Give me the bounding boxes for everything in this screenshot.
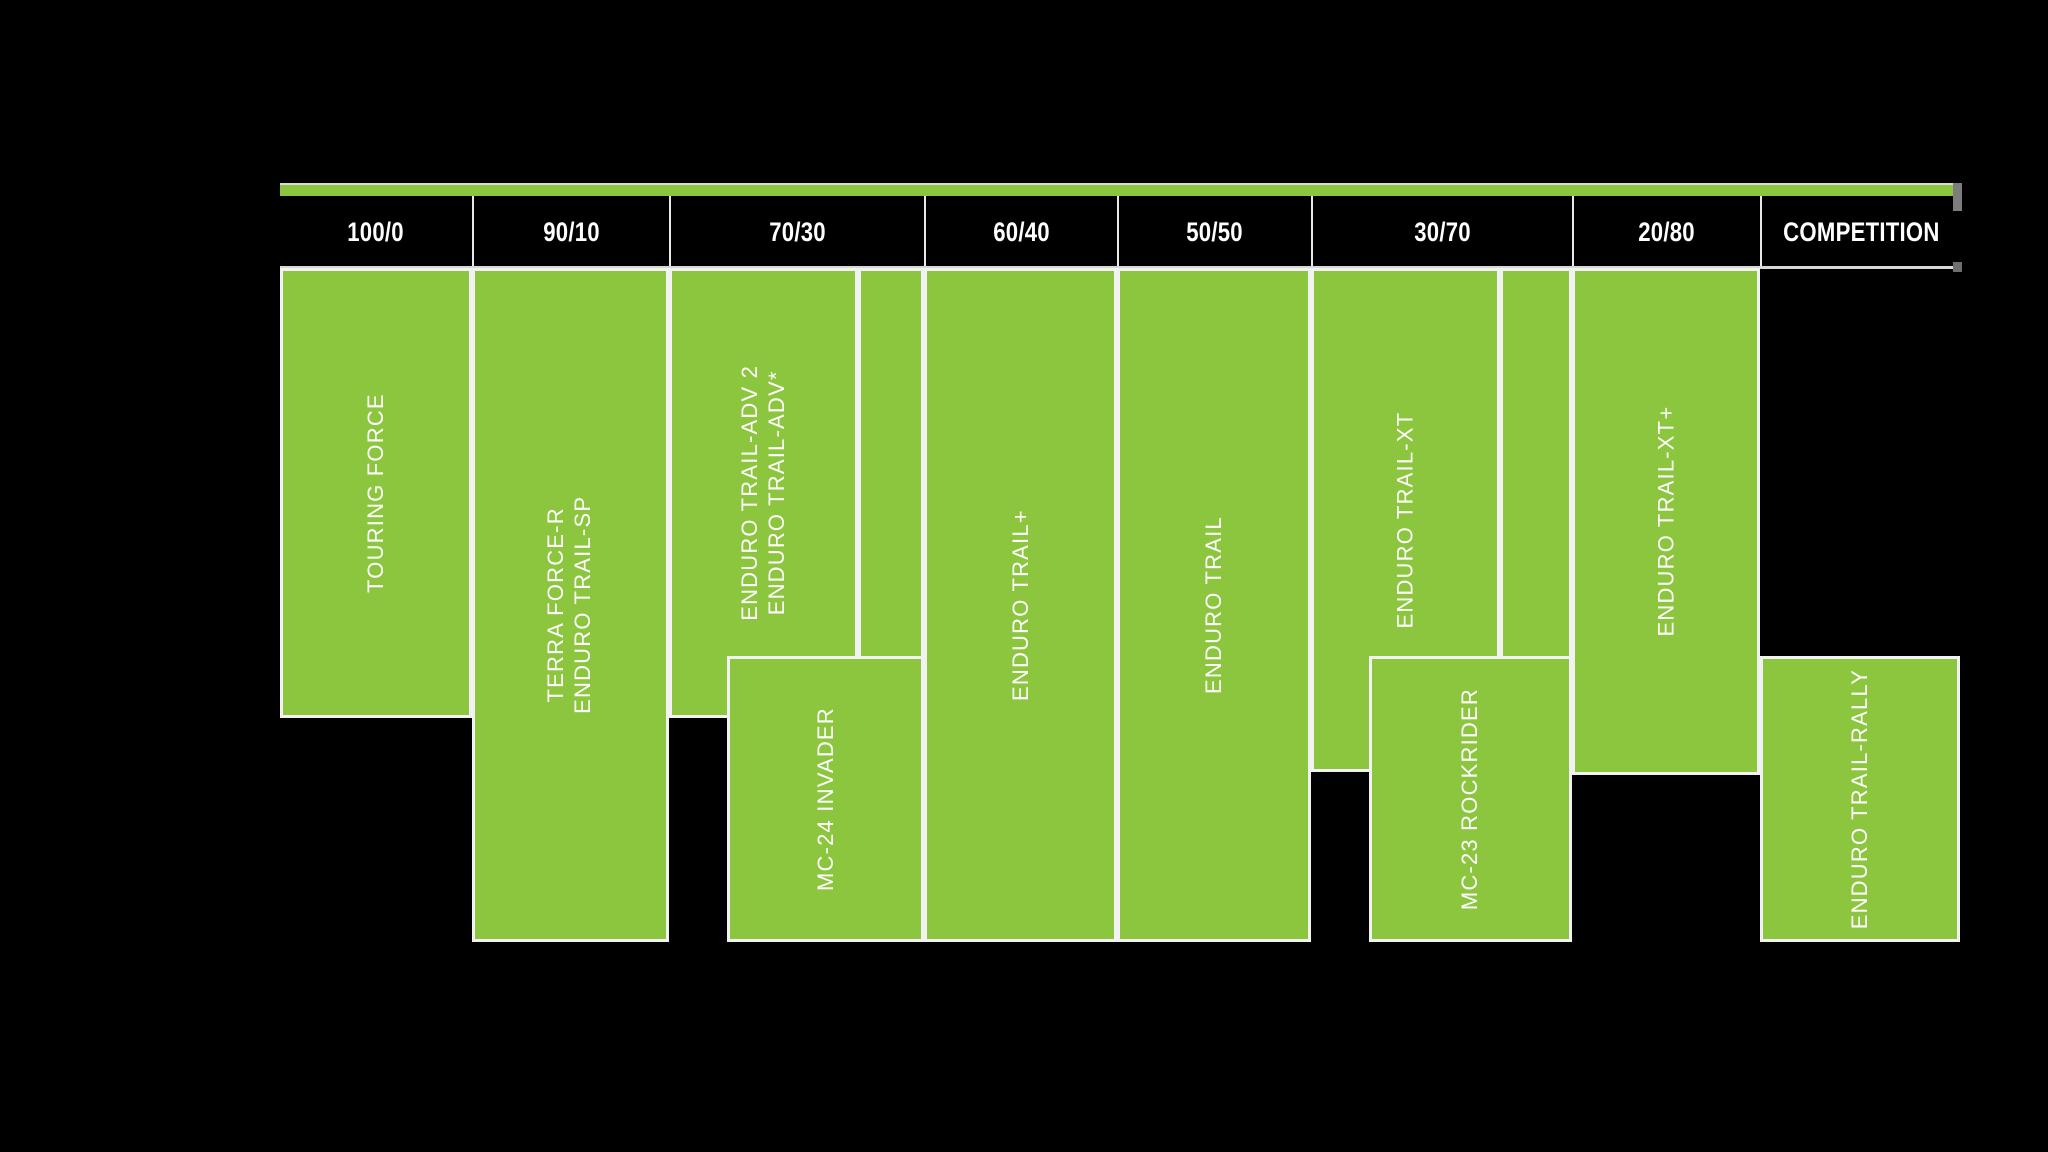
column-header-label: 20/80 [1638,216,1696,247]
bar-label: MC-23 ROCKRIDER [1457,687,1483,911]
bar-enduro-trail-adv-2-enduro-trail-adv-[interactable]: ENDURO TRAIL-ADV 2 ENDURO TRAIL-ADV* [669,268,858,718]
bar-label: ENDURO TRAIL-XT+ [1652,406,1678,637]
header-rule-end-cap [1953,262,1962,272]
bar-terra-force-r-enduro-trail-sp[interactable]: TERRA FORCE-R ENDURO TRAIL-SP [472,268,669,942]
bar-label: ENDURO TRAIL+ [1007,509,1033,701]
column-header-50-50[interactable]: 50/50 [1117,196,1311,268]
bar-label: MC-24 INVADER [812,707,838,891]
column-header-label: 100/0 [347,216,405,247]
bar-enduro-trail-rally[interactable]: ENDURO TRAIL-RALLY [1760,656,1960,942]
column-header-70-30[interactable]: 70/30 [669,196,924,268]
top-rule-end-cap [1953,183,1962,211]
column-header-label: 60/40 [993,216,1050,247]
bar-label: TERRA FORCE-R ENDURO TRAIL-SP [543,495,596,715]
top-green-rule [280,183,1960,196]
column-header-100-0[interactable]: 100/0 [280,196,472,268]
column-header-60-40[interactable]: 60/40 [924,196,1117,268]
column-header-label: 70/30 [769,216,826,247]
column-header-20-80[interactable]: 20/80 [1572,196,1760,268]
column-header-90-10[interactable]: 90/10 [472,196,669,268]
bar-label: ENDURO TRAIL-XT [1392,411,1418,629]
column-header-label: COMPETITION [1782,216,1940,247]
column-header-label: 50/50 [1186,216,1244,247]
bar-enduro-trail-xt-[interactable]: ENDURO TRAIL-XT+ [1572,268,1760,775]
header-bottom-rule [280,266,1960,269]
bar-mc-23-rockrider[interactable]: MC-23 ROCKRIDER [1369,656,1572,942]
bar-enduro-trail-adv-2-extension[interactable] [858,268,924,660]
column-header-competition[interactable]: COMPETITION [1760,196,1960,268]
column-header-row: 100/0 90/10 70/30 60/40 50/50 30/70 20/80 COMPE… [280,196,1960,268]
bar-label: TOURING FORCE [362,393,388,593]
bar-mc-24-invader[interactable]: MC-24 INVADER [727,656,924,942]
bar-label: ENDURO TRAIL-RALLY [1846,668,1872,930]
bar-label: ENDURO TRAIL [1200,516,1226,694]
bar-enduro-trail-xt-extension[interactable] [1500,268,1572,660]
column-header-label: 90/10 [543,216,600,247]
bar-enduro-trail[interactable]: ENDURO TRAIL [1117,268,1311,942]
column-header-30-70[interactable]: 30/70 [1311,196,1572,268]
bar-label: ENDURO TRAIL-ADV 2 ENDURO TRAIL-ADV* [736,365,789,621]
bar-touring-force[interactable]: TOURING FORCE [280,268,472,718]
bar-enduro-trail-[interactable]: ENDURO TRAIL+ [924,268,1117,942]
column-header-label: 30/70 [1414,216,1471,247]
